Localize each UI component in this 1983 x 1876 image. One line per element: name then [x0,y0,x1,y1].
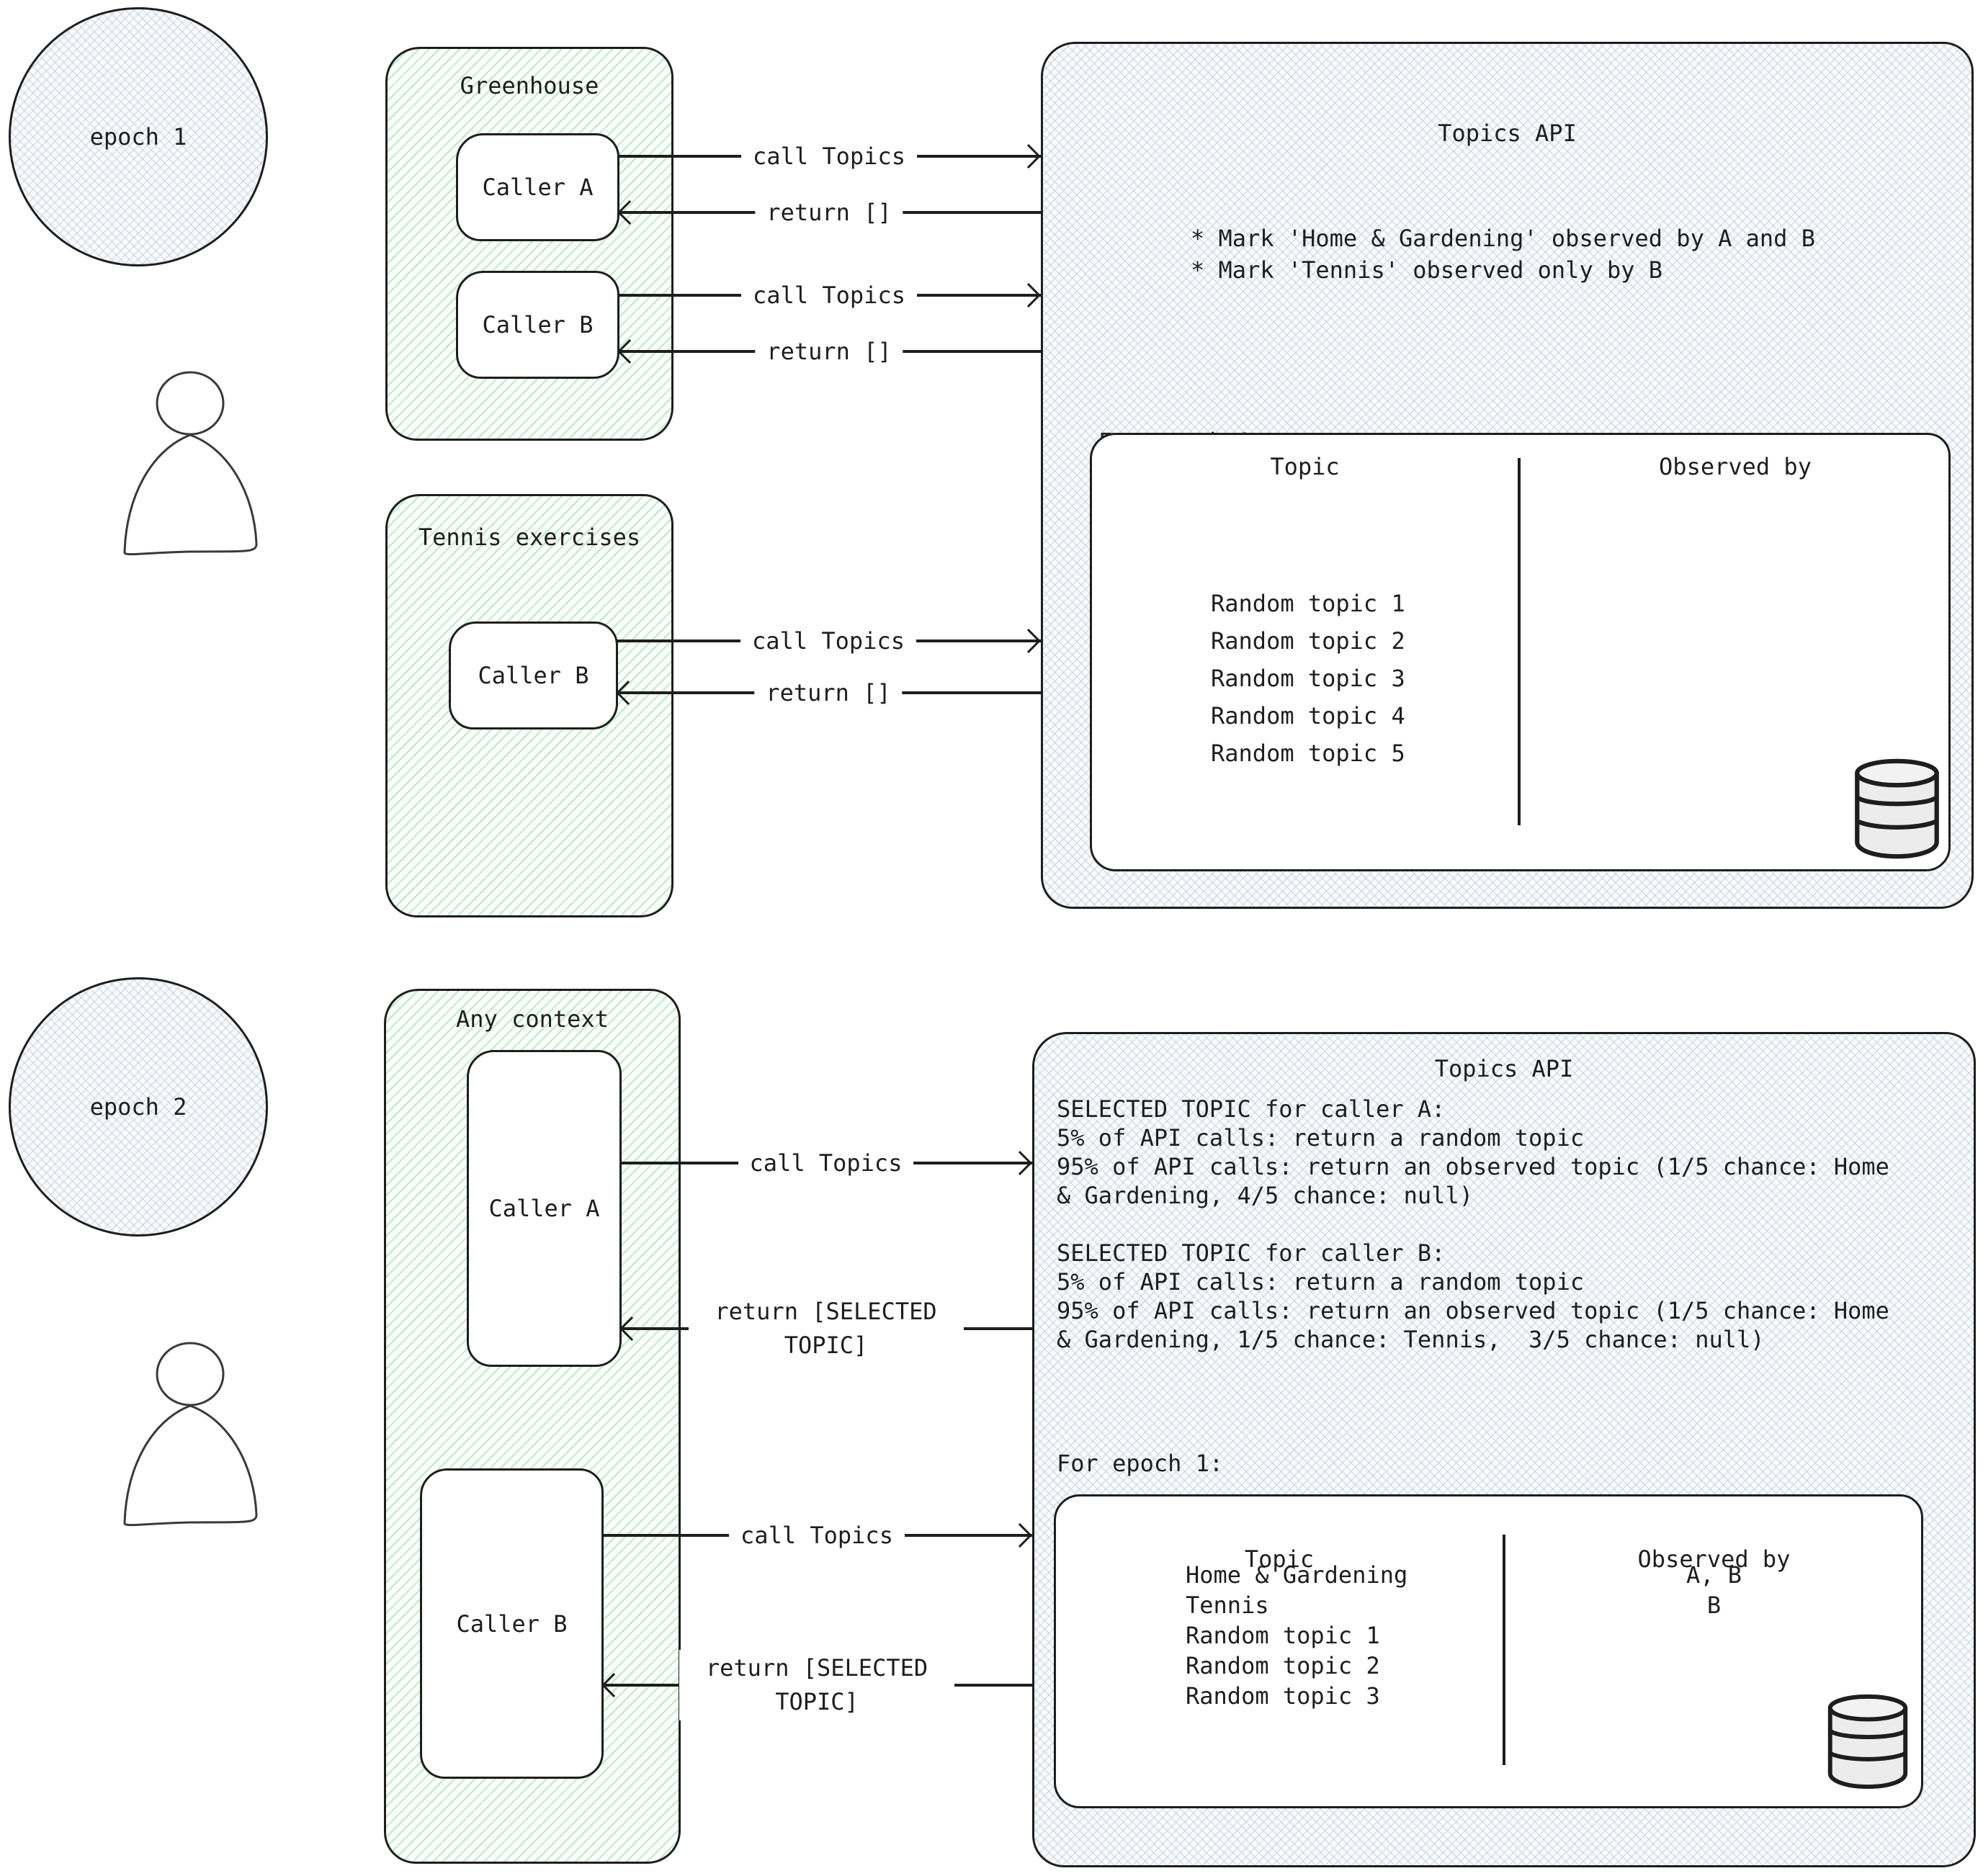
topic-cell: Random topic 3 [1186,1682,1380,1710]
arrow-label: return [] [754,678,903,708]
caller-a-label: Caller A [488,1195,600,1222]
rule-line: 5% of API calls: return a random topic [1057,1124,1585,1152]
table-row: Random topic 1 [1092,590,1948,627]
topic-cell: Random topic 5 [1211,740,1405,767]
greenhouse-title: Greenhouse [460,72,599,99]
person-icon [123,1342,258,1527]
rule-line: 95% of API calls: return an observed top… [1057,1297,1889,1324]
any-context-box: Any context Caller A Caller B [384,989,681,1864]
table-row: Random topic 1 [1056,1622,1921,1652]
caller-b-label: Caller B [456,1610,568,1638]
table-rows: Home & Gardening A, B Tennis B Random to… [1056,1561,1921,1713]
arrow-label: return [] [755,336,903,367]
arrow-label: call Topics [740,626,916,656]
table-row: Home & Gardening A, B [1056,1561,1921,1592]
table-divider [1503,1535,1505,1765]
tennis-title: Tennis exercises [418,524,641,551]
table-row: Random topic 4 [1092,702,1948,740]
database-icon [1827,1694,1908,1790]
table-row: Random topic 3 [1092,665,1948,702]
arrow-label: call Topics [741,141,917,171]
caller-a-box-epoch2: Caller A [467,1050,622,1367]
api-note-1: * Mark 'Home & Gardening' observed by A … [1191,225,1815,252]
api-note-2: * Mark 'Tennis' observed only by B [1191,256,1663,284]
topics-api-box-epoch1: Topics API * Mark 'Home & Gardening' obs… [1041,42,1974,909]
tennis-context-box: Tennis exercises Caller B [385,494,673,917]
observed-cell: B [1706,1592,1722,1619]
table-row: Tennis B [1056,1592,1921,1622]
caller-a-box: Caller A [456,133,619,241]
topic-cell: Random topic 2 [1211,627,1405,655]
rule-line [1057,1210,1889,1239]
rule-line: 5% of API calls: return a random topic [1057,1268,1585,1296]
table-rows: Random topic 1 Random topic 2 Random top… [1092,590,1948,777]
arrowhead-right-icon [1008,1523,1032,1548]
arrowhead-right-icon [1016,629,1041,653]
rule-line: & Gardening, 1/5 chance: Tennis, 3/5 cha… [1057,1326,1765,1353]
topic-cell: Home & Gardening [1186,1561,1408,1589]
column-header-observed: Observed by [1659,453,1812,480]
database-icon [1855,758,1939,859]
epoch2-label: epoch 2 [89,1093,187,1121]
column-header-topic: Topic [1270,453,1340,480]
table-divider [1518,458,1521,825]
epoch1-circle: epoch 1 [9,7,268,266]
person-icon [123,371,258,556]
rule-line: SELECTED TOPIC for caller A: [1057,1095,1446,1123]
arrowhead-right-icon [1008,1151,1032,1175]
arrow-label: return [] [755,197,903,228]
caller-a-label: Caller A [482,174,594,201]
caller-b-tennis-label: Caller B [478,662,589,689]
selected-topic-rules: SELECTED TOPIC for caller A: 5% of API c… [1057,1095,1889,1354]
rule-line: SELECTED TOPIC for caller B: [1057,1239,1446,1267]
arrowhead-right-icon [1016,283,1041,308]
arrow-label: return [SELECTED TOPIC] [688,1293,964,1364]
column-header-topic: Topic [1244,1545,1315,1573]
column-header-observed: Observed by [1637,1545,1791,1573]
epoch1-topics-table: Topic Observed by Random topic 1 Random … [1090,433,1951,871]
rule-line: 95% of API calls: return an observed top… [1057,1153,1889,1180]
topic-cell: Random topic 2 [1186,1652,1380,1679]
epoch2-topics-table: Topic Observed by Home & Gardening A, B … [1054,1494,1923,1808]
caller-b-box-epoch2: Caller B [420,1468,604,1779]
caller-b-tennis-box: Caller B [449,621,618,730]
topics-api-box-epoch2: Topics API SELECTED TOPIC for caller A: … [1032,1032,1976,1867]
topics-api-title: Topics API [1438,120,1577,147]
topic-cell: Random topic 1 [1211,590,1405,617]
topic-cell: Random topic 1 [1186,1622,1380,1649]
caller-b-label: Caller B [482,311,594,338]
any-context-title: Any context [456,1005,609,1033]
rule-line: & Gardening, 4/5 chance: null) [1057,1182,1473,1209]
table-row: Random topic 5 [1092,740,1948,777]
topic-cell: Tennis [1186,1592,1269,1619]
topic-cell: Random topic 3 [1211,665,1405,692]
arrow-label: call Topics [738,1148,914,1178]
arrow-label: return [SELECTED TOPIC] [679,1650,954,1720]
table-row: Random topic 3 [1056,1682,1921,1713]
greenhouse-context-box: Greenhouse Caller A Caller B [385,47,673,441]
arrow-label: call Topics [729,1520,905,1550]
epoch2-circle: epoch 2 [9,977,268,1237]
table-row: Random topic 2 [1092,627,1948,665]
epoch1-label: epoch 1 [89,123,187,151]
topics-api-title: Topics API [1434,1055,1574,1082]
topic-cell: Random topic 4 [1211,702,1405,730]
arrow-label: call Topics [741,280,917,310]
observed-cell: A, B [1686,1561,1742,1589]
table-row: Random topic 2 [1056,1652,1921,1682]
epoch-table-label: For epoch 1: [1057,1450,1224,1477]
arrowhead-right-icon [1016,144,1041,169]
caller-b-box: Caller B [456,271,619,379]
